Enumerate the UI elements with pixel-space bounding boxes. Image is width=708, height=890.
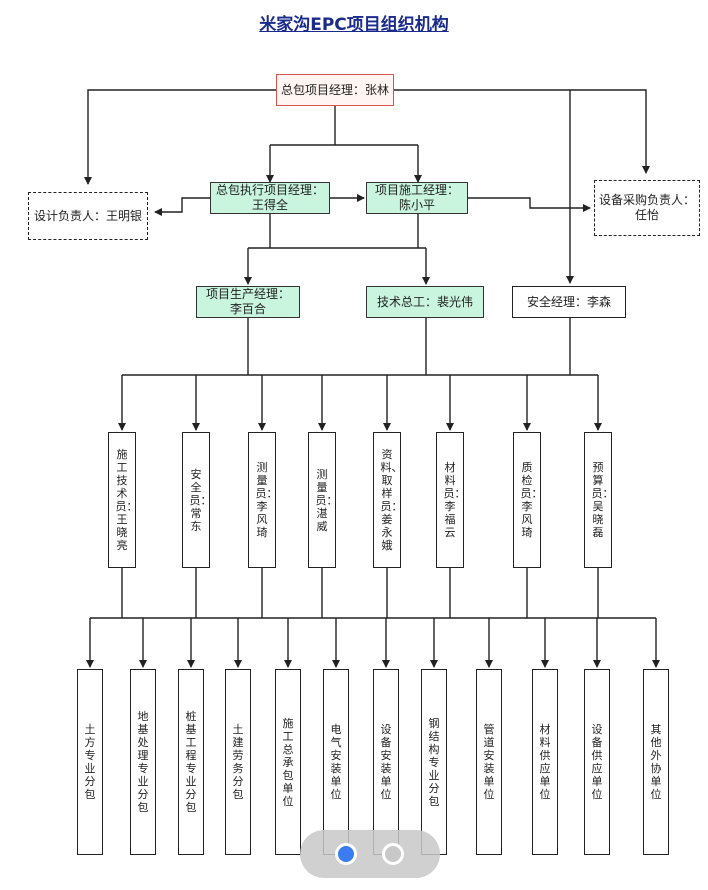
node-design-lead: 设计负责人：王明银 xyxy=(28,192,148,240)
unit-box: 设备安装单位 xyxy=(373,669,399,855)
staff-box: 施工技术员：王晓亮 xyxy=(108,432,138,568)
unit-box: 土方专业分包 xyxy=(77,669,103,855)
node-general-manager: 总包项目经理：张林 xyxy=(276,74,394,106)
staff-box: 预算员：吴晓磊 xyxy=(584,432,614,568)
unit-arrows xyxy=(86,618,660,668)
staff-box: 测量员：湛威 xyxy=(308,432,338,568)
node-executive-manager: 总包执行项目经理： 王得全 xyxy=(210,182,330,214)
unit-box: 管道安装单位 xyxy=(476,669,502,855)
unit-box: 地基处理专业分包 xyxy=(130,669,156,855)
unit-box: 其他外协单位 xyxy=(643,669,669,855)
node-procurement-lead: 设备采购负责人： 任怡 xyxy=(594,180,700,236)
unit-box: 土建劳务分包 xyxy=(225,669,251,855)
page-dot[interactable] xyxy=(382,843,404,865)
staff-arrows xyxy=(118,375,602,431)
unit-box: 钢结构专业分包 xyxy=(421,669,447,855)
staff-box: 质检员：李风琦 xyxy=(513,432,543,568)
page-dot-active[interactable] xyxy=(335,843,357,865)
page-indicator xyxy=(300,830,440,878)
staff-box: 资料、取样员：姜永娥 xyxy=(373,432,403,568)
node-production-manager: 项目生产经理： 李百合 xyxy=(196,286,300,318)
unit-box: 桩基工程专业分包 xyxy=(178,669,204,855)
staff-box: 安全员：常东 xyxy=(182,432,212,568)
unit-box: 设备供应单位 xyxy=(584,669,610,855)
node-construction-manager: 项目施工经理： 陈小平 xyxy=(366,182,468,214)
unit-box: 电气安装单位 xyxy=(323,669,349,855)
staff-box: 材料员：李福云 xyxy=(436,432,466,568)
node-safety-manager: 安全经理：李森 xyxy=(512,286,626,318)
unit-box: 施工总承包单位 xyxy=(275,669,301,855)
page-title: 米家沟EPC项目组织机构 xyxy=(259,15,449,35)
node-technical-chief: 技术总工：裴光伟 xyxy=(366,286,484,318)
staff-box: 测量员：李风琦 xyxy=(248,432,278,568)
unit-box: 材料供应单位 xyxy=(532,669,558,855)
